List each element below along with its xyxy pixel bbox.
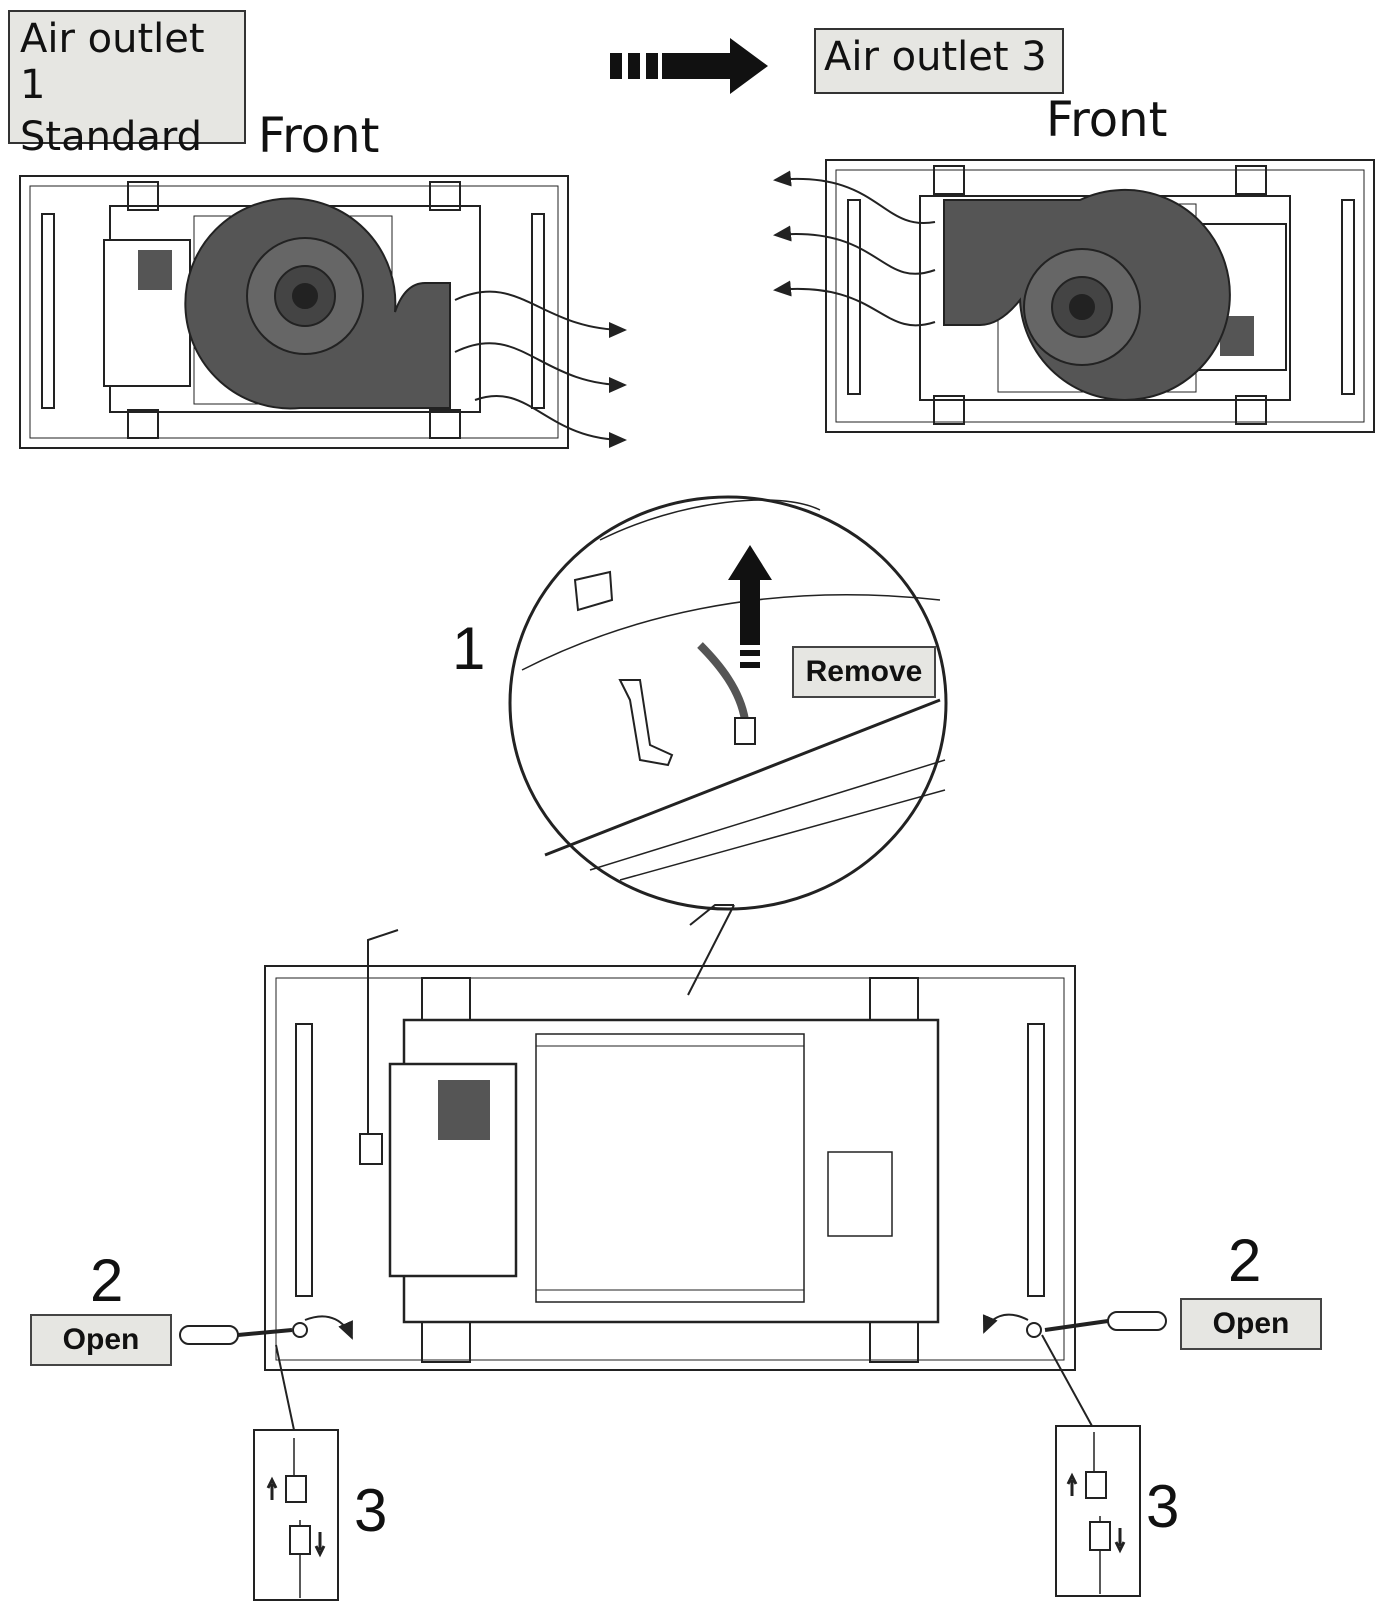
open-label-right: Open xyxy=(1180,1298,1322,1350)
screwdriver-right-icon xyxy=(1044,1311,1167,1332)
detail-magnifier xyxy=(508,495,948,926)
unit-main xyxy=(264,929,1076,1371)
outlet-3-label: Air outlet 3 xyxy=(814,28,1064,94)
outlet-1-title: Air outlet 1 xyxy=(20,16,205,108)
step-2-left-number: 2 xyxy=(90,1247,124,1314)
step-2-right-number: 2 xyxy=(1228,1227,1262,1294)
remove-label: Remove xyxy=(792,646,936,698)
open-label-left: Open xyxy=(30,1314,172,1366)
step-3-right-number: 3 xyxy=(1146,1473,1180,1540)
direction-arrow xyxy=(610,38,768,94)
step-1-number: 1 xyxy=(452,615,486,682)
unit-outlet-3 xyxy=(773,159,1375,433)
connector-detail-right xyxy=(1041,1334,1141,1597)
outlet-1-label: Air outlet 1 Standard xyxy=(8,10,246,160)
screwdriver-left-icon xyxy=(179,1325,293,1345)
step-3-left-number: 3 xyxy=(354,1477,388,1544)
front-label-left: Front xyxy=(258,108,380,164)
outlet-1-subtitle: Standard xyxy=(20,114,202,160)
connector-detail-left xyxy=(253,1344,339,1601)
front-label-right: Front xyxy=(1046,92,1168,148)
unit-outlet-1 xyxy=(19,175,627,449)
callout-line xyxy=(687,904,735,996)
remove-arrow xyxy=(728,545,772,668)
